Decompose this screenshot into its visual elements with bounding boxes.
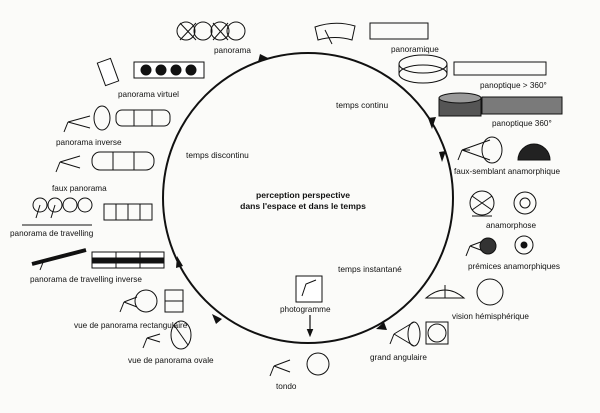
- cycle-arrow-top: [258, 54, 268, 62]
- label-panorama: panorama: [214, 46, 251, 55]
- anamorphose-sketch: [469, 190, 537, 217]
- faux-semblant-sketch: [457, 136, 551, 164]
- panorama-sketch: [176, 21, 246, 41]
- center-title-line2: dans l'espace et dans le temps: [240, 201, 366, 211]
- label-tondo: tondo: [276, 382, 297, 391]
- panorama-rect-sketch: [119, 289, 184, 313]
- photogramme-frame: [295, 275, 323, 303]
- travelling-inverse-sketch: [31, 248, 165, 271]
- center-title: perception perspective dans l'espace et …: [218, 190, 388, 212]
- cycle-arrow-bottom-left: [212, 314, 222, 324]
- label-grand-angulaire: grand angulaire: [370, 353, 427, 362]
- hemispherique-sketch: [424, 278, 504, 306]
- label-panorama-inverse: panorama inverse: [56, 138, 122, 147]
- zone-temps-continu: temps continu: [336, 100, 389, 110]
- cycle-arrow-bottom-right: [376, 322, 387, 330]
- grand-angulaire-sketch: [389, 321, 449, 347]
- label-panoptique-360: panoptique 360°: [492, 119, 552, 128]
- label-premices: prémices anamorphiques: [468, 262, 560, 271]
- panorama-inverse-sketch: [63, 105, 171, 133]
- label-faux-panorama: faux panorama: [52, 184, 107, 193]
- cycle-arrow-left: [176, 256, 183, 268]
- photogramme-label: photogramme: [280, 305, 331, 314]
- panoramique-sketch: [314, 22, 429, 45]
- panorama-ovale-sketch: [142, 320, 192, 350]
- panoptique-360-sketch: [438, 92, 563, 117]
- label-panorama-rect: vue de panorama rectangulaire: [74, 321, 188, 330]
- label-panorama-virtuel: panorama virtuel: [118, 90, 179, 99]
- label-panorama-ovale: vue de panorama ovale: [128, 356, 214, 365]
- main-cycle-circle: [162, 52, 454, 344]
- faux-panorama-sketch: [55, 151, 155, 173]
- label-anamorphose: anamorphose: [486, 221, 537, 230]
- panorama-virtuel-sketch: [96, 57, 205, 87]
- cycle-arrow-right-lower: [439, 151, 446, 162]
- label-travelling-inverse: panorama de travelling inverse: [30, 275, 142, 284]
- label-panoramique: panoramique: [391, 45, 439, 54]
- center-title-line1: perception perspective: [255, 190, 351, 200]
- label-panoptique-sup: panoptique > 360°: [480, 81, 547, 90]
- zone-temps-discontinu: temps discontinu: [186, 150, 249, 160]
- zone-temps-instantane: temps instantané: [338, 264, 402, 274]
- travelling-sketch: [22, 197, 153, 226]
- premices-sketch: [465, 235, 534, 257]
- tondo-sketch: [269, 352, 330, 377]
- label-faux-semblant: faux-semblant anamorphique: [454, 167, 561, 176]
- cycle-arrow-right: [428, 117, 436, 129]
- panoptique-sup-sketch: [398, 54, 547, 84]
- label-travelling: panorama de travelling: [10, 229, 94, 238]
- label-hemispherique: vision hémisphérique: [452, 312, 529, 321]
